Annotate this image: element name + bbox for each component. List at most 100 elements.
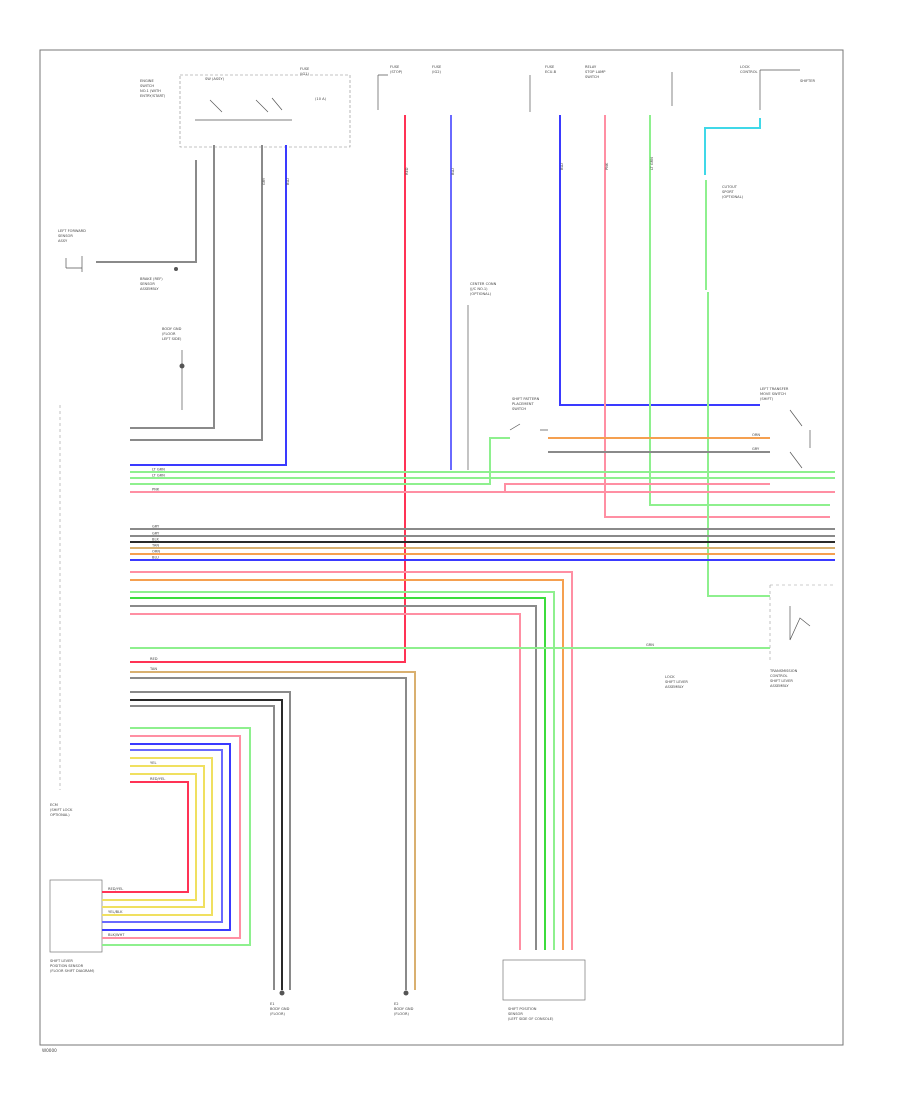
mid-switch-group: SHIFT PATTERN PLACEMENT SWITCH (509, 397, 548, 431)
right-connector-2-label-0: LOCK (740, 65, 750, 69)
bottom-gnd-2-label-1: BODY GND (394, 1007, 414, 1011)
wire-red-mid (130, 483, 770, 493)
ecu-block: ECM (SHIFT LOCK OPTIONAL) (50, 405, 73, 817)
right-switch-label-0: LEFT TRANSFER (760, 387, 789, 391)
ground-point-label-1: (FLOOR (162, 332, 176, 336)
transmission-box-label-2: SHIFT LEVER (770, 679, 793, 683)
brake-sensor-label-2: ASSEMBLY (140, 287, 159, 291)
wire-cyan (704, 118, 761, 175)
wire-tag-gray-mid: GRY (752, 447, 760, 451)
bottom-center-label-1: SENSOR (508, 1012, 523, 1016)
transmission-box-label-0: TRANSMISSION (769, 669, 798, 673)
wire-tag-green-right: LT GRN (650, 157, 654, 170)
relay-box-label-1: STOP LAMP (585, 70, 606, 74)
wire-blue-box (102, 743, 231, 931)
transmission-box-label-3: ASSEMBLY (770, 684, 789, 688)
left-module-label-0: LEFT FORWARD (58, 229, 86, 233)
wire-gray-switch-2 (130, 145, 215, 429)
bottom-left-box-label-0: SHIFT LEVER (50, 959, 73, 963)
ground-point-group: BODY GND (FLOOR LEFT SIDE) (162, 327, 185, 410)
wire-pink-box (102, 735, 241, 939)
main-switch-label-1: SWITCH (140, 84, 154, 88)
wire-tag-box-2: YEL/BLK (108, 910, 123, 914)
center-connector-label-0: CENTER CONN (470, 282, 497, 286)
wire-tag-yel-box: YEL (150, 761, 156, 765)
wire-tag-pink-right: PNK (605, 162, 609, 170)
main-switch-label-3: ENTRY/START) (140, 94, 166, 98)
fuse-top-1-label-0: FUSE (300, 67, 310, 71)
mid-connector-label-1: PLACEMENT (512, 402, 534, 406)
main-switch-label-0: ENGINE (140, 79, 154, 83)
wire-tag-green-long: GRN (646, 643, 654, 647)
wire-lg-box (102, 727, 251, 946)
ground-point-label-0: BODY GND (162, 327, 182, 331)
wire-tag-box-3: BLK/WHT (108, 933, 125, 937)
wire-bus-tag-5: BLK (152, 538, 159, 542)
bottom-center-label-2: (LEFT SIDE OF CONSOLE) (508, 1017, 554, 1021)
bottom-gnd-1-label-0: E1 (270, 1002, 275, 1006)
fuse-top-3-label-1: (IG2) (432, 70, 442, 74)
wire-green-mid (130, 437, 510, 485)
right-connector-2-label-2: SHIFTER (800, 79, 816, 83)
bottom-center-label-0: SHIFT POSITION (508, 1007, 537, 1011)
mid-connector-label-0: SHIFT PATTERN (512, 397, 540, 401)
wire-green-lower-1 (130, 591, 555, 950)
ecu-label-1: (SHIFT LOCK (50, 808, 73, 812)
fuse-top-1-label-2: (10 A) (315, 97, 327, 101)
main-switch-group: ENGINE SWITCH NO.1 (WITH ENTRY/START) SW… (140, 67, 351, 148)
right-switch-label-2: (SHIFT) (760, 397, 774, 401)
relay-box-label-2: SWITCH (585, 75, 599, 79)
left-module-group: LEFT FORWARD SENSOR ASSY BRAKE (REF) SEN… (58, 229, 178, 291)
fuse-top-4-label-1: ECU-B (545, 70, 557, 74)
ecu-label-2: OPTIONAL) (50, 813, 70, 817)
bottom-gnd-2-label-2: (FLOOR) (394, 1012, 409, 1016)
lower-switch-label-1: SHIFT LEVER (665, 680, 688, 684)
wire-tag-box-1: RED/YEL (108, 887, 123, 891)
wire-yel-box-3 (102, 773, 197, 901)
footer-id: W0000 (42, 1048, 57, 1053)
right-connector-2-label-1: CONTROL (740, 70, 758, 74)
right-connectors-group: CUTOUT SPORT (OPTIONAL) LEFT TRANSFER MO… (665, 185, 835, 689)
wire-bus-tag-3: GRY (152, 525, 160, 529)
wire-tag-orange-mid: ORN (752, 433, 760, 437)
wires-layer (96, 115, 835, 990)
center-connector-label-2: (OPTIONAL) (470, 292, 492, 296)
wire-blue-switch (130, 145, 287, 466)
wire-orange-lower (130, 579, 564, 950)
right-connector-1-label-1: SPORT (722, 190, 735, 194)
mid-connector-label-2: SWITCH (512, 407, 526, 411)
right-switch-label-1: MOVE SWITCH (760, 392, 786, 396)
bottom-gnd-1-label-2: (FLOOR) (270, 1012, 285, 1016)
left-module-label-1: SENSOR (58, 234, 73, 238)
wire-gray-lower (130, 605, 537, 950)
bottom-left-box-label-2: (FLOOR SHIFT DIAGRAM) (50, 969, 95, 973)
wire-black-gnd-1 (130, 699, 283, 990)
right-connector-1-label-2: (OPTIONAL) (722, 195, 744, 199)
wire-green-lower-2 (130, 597, 546, 950)
bottom-components: SHIFT LEVER POSITION SENSOR (FLOOR SHIFT… (49, 879, 586, 1021)
wire-blue-right (559, 115, 760, 406)
wire-bus-tag-0: LT GRN (152, 468, 165, 472)
wire-tag-gray-switch: GRY (262, 177, 266, 185)
diagram-frame (39, 49, 844, 1046)
wire-bus-tag-1: LT GRN (152, 474, 165, 478)
wire-gray-switch-1 (130, 145, 263, 441)
wire-tag-blue-right: BLU (560, 163, 564, 170)
wire-gray-gnd-2 (130, 677, 407, 990)
wire-tag-red-main: RED (405, 167, 409, 175)
wire-yel-box-2 (102, 765, 205, 908)
bottom-center-box (502, 959, 586, 1001)
wire-bus-tag-6: TAN (151, 544, 159, 548)
transmission-box-label-1: CONTROL (770, 674, 788, 678)
wire-bus-tag-2: PNK (152, 488, 160, 492)
main-switch-label-2: NO.1 (WITH (140, 89, 161, 93)
wire-bus-tag-7: ORN (152, 550, 160, 554)
bottom-gnd-1-node (279, 990, 285, 996)
wire-pink-lower-2 (130, 613, 521, 950)
left-module-label-2: ASSY (58, 239, 68, 243)
wire-yel-box-1 (102, 757, 213, 916)
wire-red-box (102, 781, 189, 893)
